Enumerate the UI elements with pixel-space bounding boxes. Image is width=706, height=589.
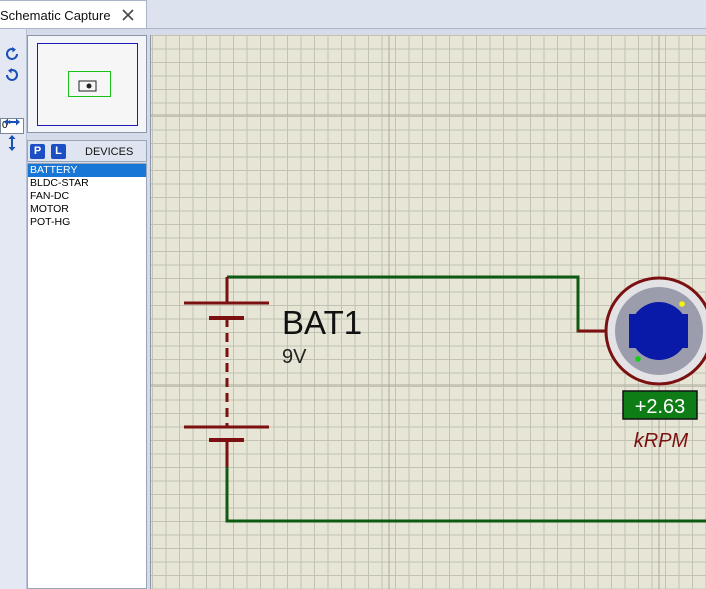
close-icon[interactable] (120, 7, 136, 23)
pick-devices-button[interactable]: P (30, 144, 45, 159)
tab-label: Schematic Capture (0, 8, 111, 23)
device-item-motor[interactable]: MOTOR (30, 203, 69, 215)
devices-header: P L DEVICES (27, 140, 147, 162)
devices-list[interactable]: BATTERY BLDC-STAR FAN-DC MOTOR POT-HG (27, 163, 147, 589)
motor-rpm-readout: +2.63 (622, 390, 698, 420)
device-item-bldc-star[interactable]: BLDC-STAR (30, 177, 89, 189)
tab-bar: Schematic Capture (0, 0, 706, 29)
battery-value-label[interactable]: 9V (282, 346, 307, 368)
flip-horizontal-icon[interactable] (3, 113, 21, 131)
device-item-pot-hg[interactable]: POT-HG (30, 216, 71, 228)
tab-schematic-capture[interactable]: Schematic Capture (0, 0, 147, 28)
overview-circuit-thumbnail (78, 80, 97, 92)
rotate-clockwise-icon[interactable] (3, 45, 21, 63)
device-item-battery[interactable]: BATTERY (28, 164, 146, 177)
wire-bottom (225, 467, 706, 523)
motor-symbol[interactable] (578, 276, 706, 386)
library-manager-button[interactable]: L (51, 144, 66, 159)
left-toolbar: 0° (0, 29, 27, 589)
devices-title: DEVICES (85, 146, 134, 158)
overview-panel[interactable] (27, 35, 147, 133)
flip-vertical-icon[interactable] (3, 134, 21, 152)
overview-viewport[interactable] (68, 71, 111, 97)
battery-reference-label[interactable]: BAT1 (282, 304, 362, 341)
schematic-canvas[interactable]: BAT1 9V +2.63 kRPM (150, 35, 706, 589)
device-item-fan-dc[interactable]: FAN-DC (30, 190, 70, 202)
motor-rpm-value: +2.63 (635, 396, 686, 418)
battery-bat1[interactable] (184, 277, 269, 467)
motor-rpm-unit: kRPM (634, 430, 689, 452)
major-grid (151, 35, 706, 589)
overview-sheet-border (37, 43, 138, 126)
rotate-counterclockwise-icon[interactable] (3, 66, 21, 84)
